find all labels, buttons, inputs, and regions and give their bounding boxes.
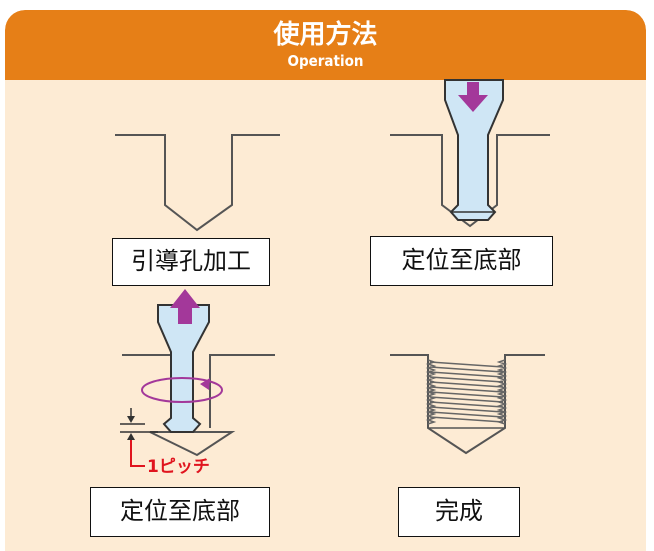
rotation-ring <box>141 377 223 403</box>
hole-outline <box>390 134 550 228</box>
thread-lines <box>425 359 508 425</box>
down-arrow-icon <box>458 82 488 112</box>
header-subtitle: Operation <box>287 52 364 70</box>
pitch-label: 1ピッチ <box>147 457 210 477</box>
tap-tool <box>444 79 504 221</box>
pitch-arrowhead-top <box>127 416 135 423</box>
hole-outline <box>390 354 545 455</box>
step-label-pilot-hole: 引導孔加工 <box>112 238 270 286</box>
header-title: 使用方法 <box>273 20 378 50</box>
pitch-leader <box>130 440 145 467</box>
step1-pilot-hole <box>115 134 280 232</box>
pitch-arrowhead-bottom <box>127 433 135 440</box>
step3-tool-rotation: 1ピッチ <box>120 289 275 477</box>
step-label-complete: 完成 <box>398 487 520 537</box>
header-bar: 使用方法 Operation <box>5 10 646 80</box>
tap-tool <box>157 304 210 433</box>
up-arrow-icon <box>170 289 200 324</box>
step2-tool-to-bottom <box>390 79 550 228</box>
step-label-bottom-1: 定位至底部 <box>370 236 553 286</box>
hole-outline <box>115 134 280 232</box>
step-label-bottom-2: 定位至底部 <box>90 487 270 537</box>
rotation-arrow-icon <box>200 378 210 390</box>
hole-outline <box>122 354 275 428</box>
hole-bottom <box>149 431 236 457</box>
step4-finished-thread <box>390 354 545 455</box>
